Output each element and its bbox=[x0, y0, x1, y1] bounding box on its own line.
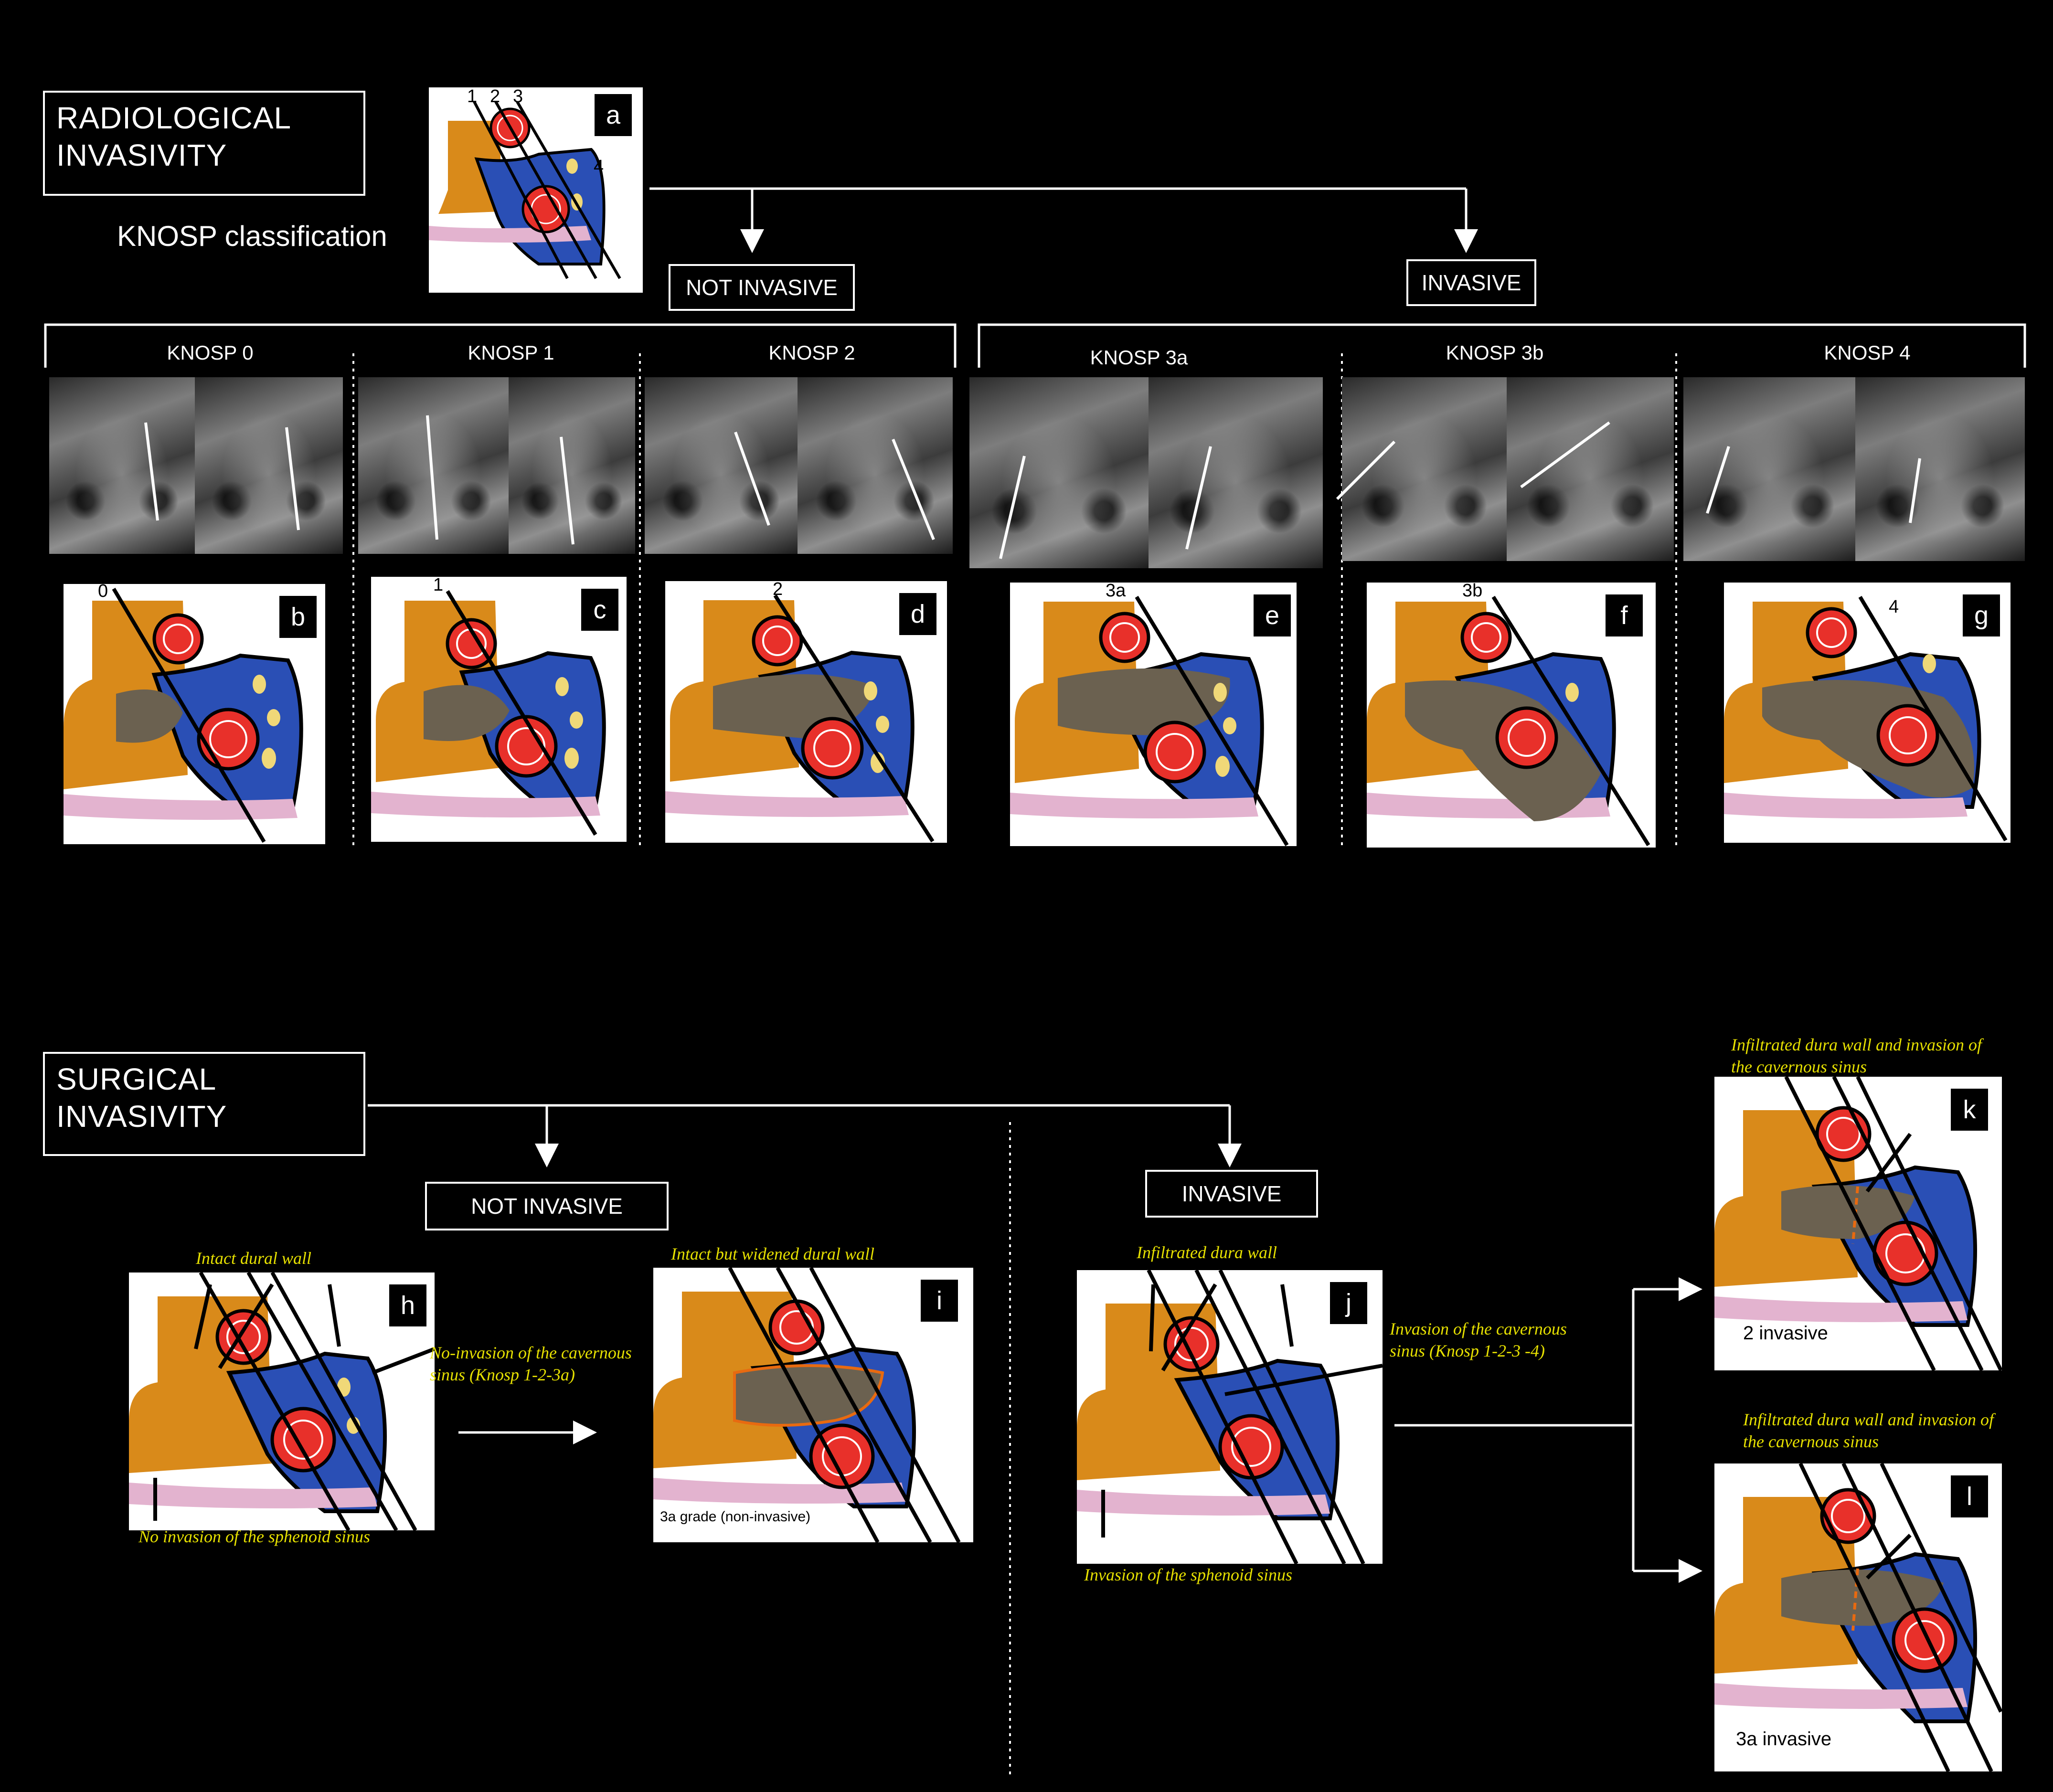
line-label-1b: 1 bbox=[433, 577, 444, 595]
surgical-k-diagram bbox=[1714, 1077, 2002, 1370]
panel-letter-d: d bbox=[899, 593, 936, 635]
mri-knosp-1-left bbox=[358, 377, 509, 554]
knosp-classification-label: KNOSP classification bbox=[117, 220, 387, 252]
panel-letter-k: k bbox=[1951, 1089, 1988, 1131]
radiological-invasive-tag: INVASIVE bbox=[1406, 259, 1536, 306]
surgical-j-diagram bbox=[1077, 1270, 1383, 1564]
panel-g: 4 g bbox=[1724, 583, 2010, 843]
knosp-1-diagram bbox=[371, 590, 606, 836]
note-no-invasion-sphenoid: No invasion of the sphenoid sinus bbox=[138, 1527, 370, 1546]
panel-letter-a: a bbox=[595, 94, 632, 136]
surgical-title-text: SURGICAL INVASIVITY bbox=[56, 1062, 227, 1134]
panel-letter-g: g bbox=[1963, 594, 2000, 636]
line-label-4: 4 bbox=[594, 157, 604, 177]
mri-knosp-3b-left bbox=[1342, 377, 1507, 561]
panel-a: 1 2 3 4 a bbox=[429, 87, 643, 293]
knosp-lines-diagram bbox=[429, 101, 621, 279]
line-label-2: 2 bbox=[490, 87, 500, 106]
line-label-0: 0 bbox=[98, 584, 108, 601]
panel-b: 0 b bbox=[64, 584, 325, 844]
note-k-infiltrated-dura-invasion: Infiltrated dura wall and invasion of th… bbox=[1731, 1035, 1982, 1076]
panel-e: 3a e bbox=[1010, 583, 1297, 846]
grade-label-knosp-1: KNOSP 1 bbox=[468, 341, 554, 364]
note-invasion-sphenoid: Invasion of the sphenoid sinus bbox=[1084, 1565, 1292, 1584]
panel-letter-b: b bbox=[279, 596, 317, 638]
panel-k: 2 invasive k bbox=[1714, 1077, 2002, 1370]
knosp-3b-diagram bbox=[1367, 595, 1650, 847]
grade-label-knosp-2: KNOSP 2 bbox=[768, 341, 855, 364]
mri-knosp-3a-left bbox=[969, 377, 1149, 568]
line-label-4b: 4 bbox=[1889, 597, 1899, 617]
panel-letter-e: e bbox=[1254, 594, 1291, 636]
grade-label-knosp-0: KNOSP 0 bbox=[167, 341, 254, 364]
note-no-invasion-cavernous: No-invasion of the cavernous sinus (Knos… bbox=[430, 1343, 632, 1384]
caption-3a-invasive: 3a invasive bbox=[1736, 1728, 1832, 1750]
surgical-h-diagram bbox=[129, 1272, 435, 1530]
panel-i: 3a grade (non-invasive) i bbox=[653, 1268, 973, 1542]
note-invasion-cavernous: Invasion of the cavernous sinus (Knosp 1… bbox=[1390, 1319, 1567, 1360]
panel-j: j bbox=[1077, 1270, 1383, 1564]
panel-c: 1 c bbox=[371, 577, 627, 842]
line-label-2b: 2 bbox=[773, 581, 783, 599]
mri-knosp-2-left bbox=[645, 377, 798, 554]
note-infiltrated-dura-wall: Infiltrated dura wall bbox=[1137, 1243, 1277, 1262]
panel-l: 3a invasive l bbox=[1714, 1463, 2002, 1771]
note-intact-dural-wall: Intact dural wall bbox=[196, 1249, 311, 1268]
mri-knosp-4-right bbox=[1855, 377, 2025, 561]
caption-2-invasive: 2 invasive bbox=[1743, 1323, 1828, 1344]
knosp-3a-diagram bbox=[1010, 595, 1289, 846]
note-l-infiltrated-dura-invasion: Infiltrated dura wall and invasion of th… bbox=[1743, 1410, 1994, 1451]
panel-letter-l: l bbox=[1951, 1475, 1988, 1517]
surgical-invasive-tag: INVASIVE bbox=[1145, 1170, 1318, 1218]
radiological-invasivity-title: RADIOLOGICAL INVASIVITY bbox=[43, 91, 365, 196]
mri-knosp-3a-right bbox=[1149, 377, 1323, 568]
knosp-0-diagram bbox=[64, 587, 303, 843]
grade-label-knosp-3b: KNOSP 3b bbox=[1446, 341, 1544, 364]
radiological-not-invasive-tag: NOT INVASIVE bbox=[669, 264, 855, 311]
knosp-4-diagram bbox=[1724, 595, 2008, 842]
panel-h: h bbox=[129, 1272, 435, 1530]
panel-letter-i: i bbox=[921, 1280, 958, 1322]
panel-letter-j: j bbox=[1330, 1282, 1367, 1324]
surgical-not-invasive-tag: NOT INVASIVE bbox=[425, 1182, 669, 1230]
panel-d: 2 d bbox=[665, 581, 947, 843]
surgical-invasivity-title: SURGICAL INVASIVITY bbox=[43, 1052, 365, 1156]
line-label-3a: 3a bbox=[1106, 583, 1126, 601]
note-intact-widened-dural-wall: Intact but widened dural wall bbox=[671, 1244, 874, 1263]
mri-knosp-3b-right bbox=[1507, 377, 1674, 561]
line-label-3: 3 bbox=[513, 87, 523, 106]
surgical-i-diagram bbox=[653, 1268, 961, 1542]
surgical-l-diagram bbox=[1714, 1463, 2002, 1771]
panel-letter-h: h bbox=[389, 1284, 426, 1326]
mri-knosp-4-left bbox=[1683, 377, 1855, 561]
grade-label-knosp-4: KNOSP 4 bbox=[1824, 341, 1911, 364]
mri-knosp-0-left bbox=[49, 377, 195, 554]
mri-knosp-0-right bbox=[195, 377, 343, 554]
panel-f: 3b f bbox=[1367, 583, 1656, 848]
panel-letter-f: f bbox=[1606, 594, 1643, 636]
line-label-3b: 3b bbox=[1462, 583, 1483, 601]
knosp-2-diagram bbox=[665, 594, 935, 843]
radiological-title-text: RADIOLOGICAL INVASIVITY bbox=[56, 101, 292, 172]
line-label-1: 1 bbox=[467, 87, 478, 106]
panel-letter-c: c bbox=[581, 589, 618, 631]
grade-label-knosp-3a: KNOSP 3a bbox=[1090, 346, 1188, 369]
caption-3a-grade-non-invasive: 3a grade (non-invasive) bbox=[660, 1509, 811, 1525]
